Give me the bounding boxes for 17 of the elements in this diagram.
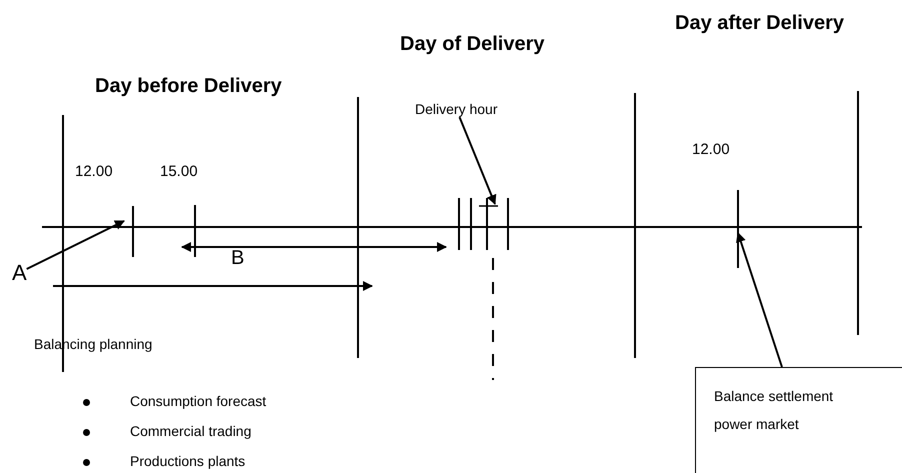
bullet-item: Consumption forecast <box>130 393 266 410</box>
bullet-item: Commercial trading <box>130 423 252 440</box>
time-label: 12.00 <box>692 141 730 158</box>
day-heading: Day of Delivery <box>400 33 545 56</box>
leader-line <box>458 116 496 205</box>
note-text: Balance settlement power market <box>714 387 834 434</box>
day-heading: Day after Delivery <box>675 12 844 35</box>
time-label: 12.00 <box>75 163 113 180</box>
span-label: B <box>231 247 244 270</box>
time-label: 15.00 <box>160 163 198 180</box>
bullet-item: Productions plants <box>130 453 246 470</box>
note-box <box>695 367 902 473</box>
leader-line <box>736 232 783 368</box>
callout-label: A <box>12 260 27 286</box>
leader-line <box>26 220 125 270</box>
day-heading: Day before Delivery <box>95 75 282 98</box>
callout-label: Delivery hour <box>415 101 498 118</box>
